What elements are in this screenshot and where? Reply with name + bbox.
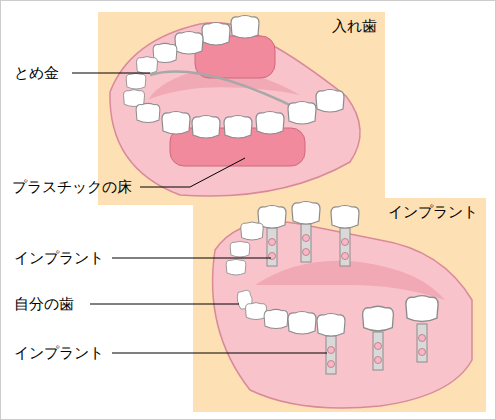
part-label: インプラント [14,343,104,363]
panel: 入れ歯 [98,12,385,205]
panel-title: インプラント [388,202,478,222]
part-label: インプラント [14,248,104,268]
part-label: 自分の歯 [14,294,74,314]
panel-title: 入れ歯 [332,16,377,36]
part-label: とめ金 [14,63,59,83]
part-label: プラスチックの床 [12,177,132,197]
panel: インプラント [193,198,486,412]
